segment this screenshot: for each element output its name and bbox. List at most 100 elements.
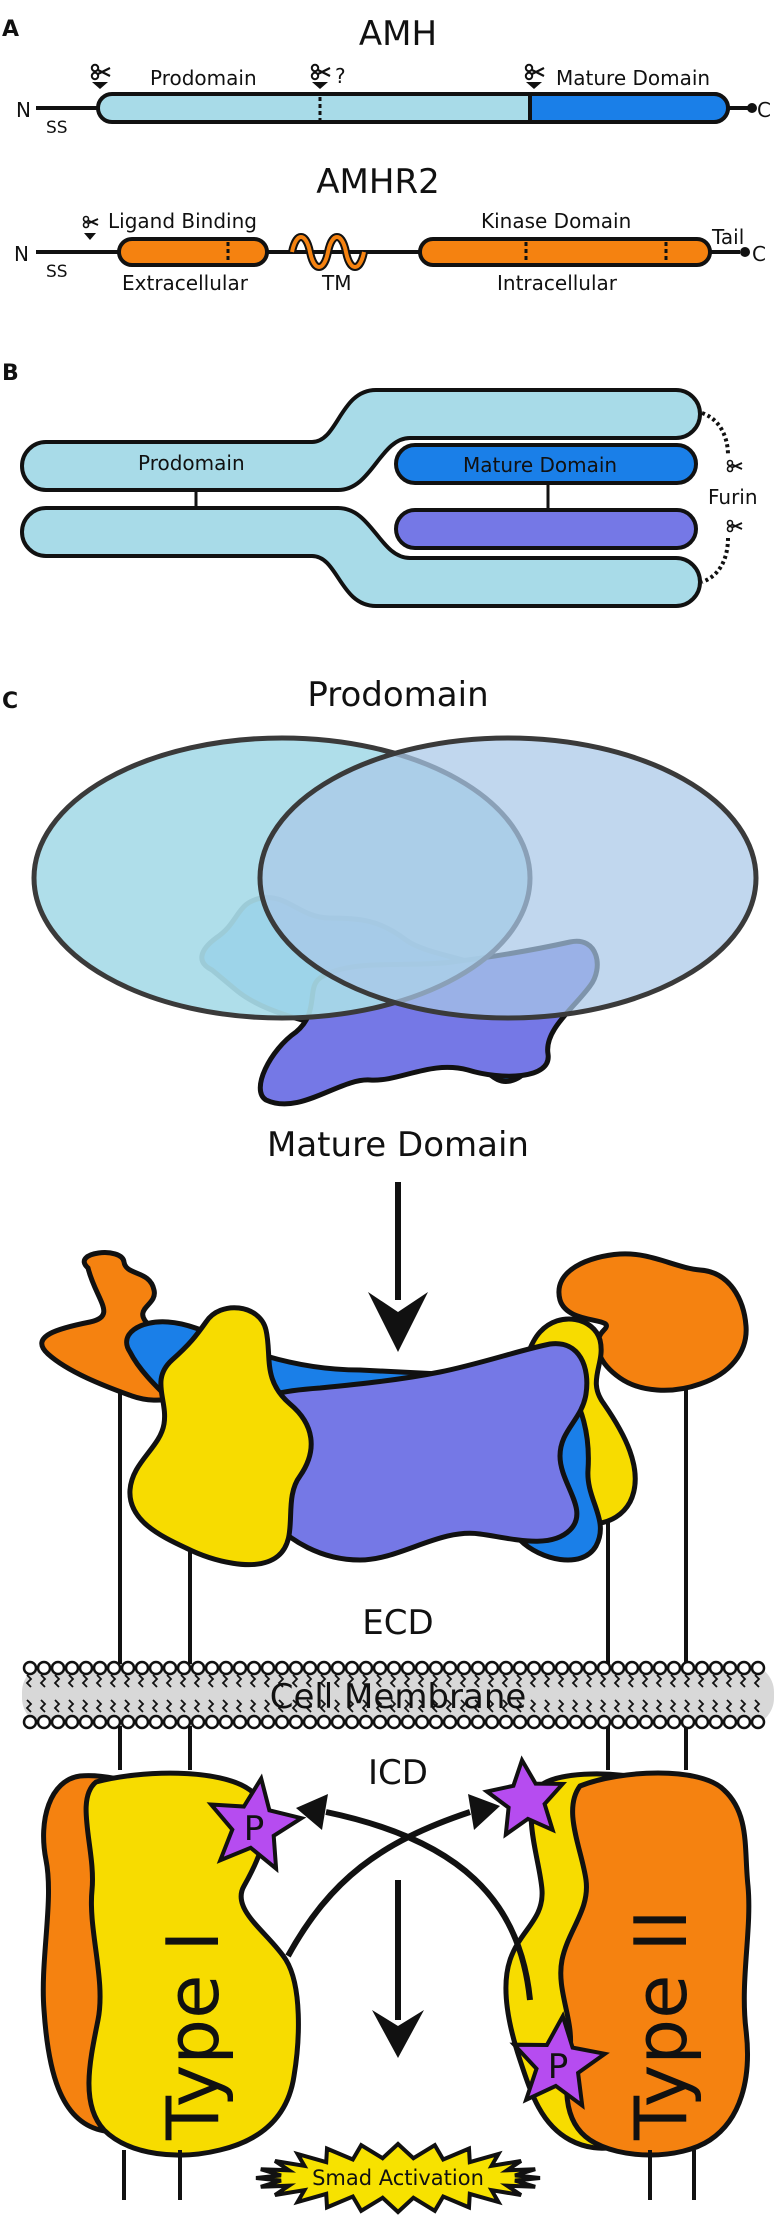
lipid-tail	[543, 1674, 551, 1688]
phospho-label: P	[548, 2047, 569, 2087]
lipid-head	[260, 1660, 276, 1676]
lipid-tail	[305, 1699, 313, 1713]
lipid-head	[358, 1714, 374, 1730]
lipid-tail	[109, 1674, 117, 1688]
prodomain-lower	[20, 506, 702, 608]
lipid-head	[456, 1714, 472, 1730]
lipid-tail	[151, 1674, 159, 1688]
lipid-head	[190, 1660, 206, 1676]
lipid-head	[554, 1660, 570, 1676]
lipid-head	[148, 1660, 164, 1676]
lipid-head	[120, 1714, 136, 1730]
lipid-tail	[221, 1674, 229, 1688]
lipid-tail	[263, 1674, 271, 1688]
prodomain-ellipse-right	[257, 735, 759, 1021]
lipid-head	[498, 1660, 514, 1676]
lipid-tail	[403, 1699, 411, 1713]
type1-ecd-left	[127, 1305, 314, 1568]
lipid-tail	[515, 1699, 523, 1713]
lipid-head	[582, 1660, 598, 1676]
lipid-head	[288, 1714, 304, 1730]
lipid-head	[610, 1714, 626, 1730]
lipid-head	[680, 1714, 696, 1730]
lipid-tail	[627, 1699, 635, 1713]
lipid-tail	[641, 1699, 649, 1713]
lipid-head	[302, 1660, 318, 1676]
lipid-tail	[711, 1699, 719, 1713]
lipid-tail	[95, 1699, 103, 1713]
amhr2-kinase-domain	[418, 237, 712, 267]
lipid-tail	[389, 1674, 397, 1688]
amhr2-intracellular-label: Intracellular	[497, 271, 618, 295]
lipid-tail	[193, 1699, 201, 1713]
lipid-tail	[641, 1674, 649, 1688]
amhr2-ligand-domain	[117, 237, 269, 267]
amhr2-kinase-label: Kinase Domain	[481, 209, 631, 233]
lipid-head	[722, 1660, 738, 1676]
lipid-head	[386, 1714, 402, 1730]
lipid-tail	[319, 1699, 327, 1713]
lipid-tail	[207, 1699, 215, 1713]
amhr2-ss: SS	[46, 262, 68, 282]
phosphorylation-arrow-left	[325, 1809, 533, 2001]
lipid-head	[554, 1714, 570, 1730]
lipid-tail	[277, 1699, 285, 1713]
lipid-tail	[725, 1674, 733, 1688]
phospho-label: P	[244, 1809, 265, 1849]
type1-label: Type I	[151, 1931, 235, 2142]
lipid-tail	[137, 1699, 145, 1713]
lipid-head	[344, 1714, 360, 1730]
scissors-icon	[524, 63, 546, 91]
scissors-icon	[310, 63, 332, 91]
lipid-tail	[389, 1699, 397, 1713]
lipid-tail	[81, 1674, 89, 1688]
lipid-head	[442, 1714, 458, 1730]
lipid-head	[736, 1660, 752, 1676]
lipid-head	[36, 1660, 52, 1676]
lipid-tail	[39, 1699, 47, 1713]
b-mature-label: Mature Domain	[463, 453, 617, 477]
lipid-tail	[67, 1674, 75, 1688]
phospho-star-left: P	[206, 1773, 307, 1874]
lipid-head	[540, 1714, 556, 1730]
lipid-head	[92, 1660, 108, 1676]
lipid-tail	[683, 1699, 691, 1713]
scissors-icon	[726, 459, 743, 473]
lipid-tail	[361, 1699, 369, 1713]
lipid-head	[708, 1660, 724, 1676]
lipid-head	[400, 1660, 416, 1676]
lipid-head	[526, 1714, 542, 1730]
lipid-tail	[473, 1699, 481, 1713]
lipid-head	[106, 1660, 122, 1676]
cell-membrane: Cell Membrane	[22, 1660, 774, 1730]
lipid-head	[204, 1660, 220, 1676]
lipid-head	[582, 1714, 598, 1730]
lipid-tail	[333, 1674, 341, 1688]
lipid-head	[750, 1660, 766, 1676]
lipid-head	[736, 1714, 752, 1730]
lipid-head	[470, 1714, 486, 1730]
lipid-tail	[207, 1674, 215, 1688]
lipid-tail	[487, 1699, 495, 1713]
lipid-tail	[137, 1674, 145, 1688]
lipid-head	[638, 1660, 654, 1676]
lipid-head	[652, 1660, 668, 1676]
lipid-head	[232, 1660, 248, 1676]
amh-title: AMH	[359, 14, 437, 54]
lipid-tail	[193, 1674, 201, 1688]
lipid-tail	[557, 1674, 565, 1688]
lipid-tail	[627, 1674, 635, 1688]
amhr2-tm-label: TM	[321, 271, 351, 295]
lipid-tail	[473, 1674, 481, 1688]
lipid-head	[666, 1660, 682, 1676]
amhr2-tail-label: Tail	[711, 225, 744, 249]
lipid-tail	[179, 1674, 187, 1688]
lipid-tail	[263, 1699, 271, 1713]
smad-arrowhead	[372, 2010, 424, 2058]
lipid-tail	[655, 1674, 663, 1688]
lipid-tail	[235, 1699, 243, 1713]
lipid-tail	[347, 1699, 355, 1713]
lipid-tail	[585, 1674, 593, 1688]
lipid-head	[540, 1660, 556, 1676]
lipid-head	[386, 1660, 402, 1676]
